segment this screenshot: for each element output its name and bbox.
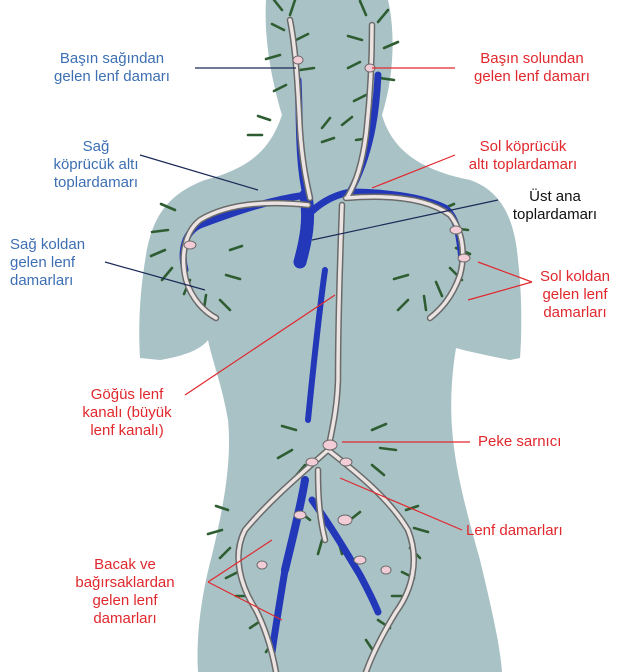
lymph-nodes (183, 55, 471, 575)
lymph-vessels (180, 16, 466, 672)
label-legs-intestines-lymph: Bacak ve bağırsaklardan gelen lenf damar… (75, 556, 175, 627)
right-leg-vein (268, 566, 289, 656)
inferior-vena-cava (281, 476, 309, 574)
label-superior-vena-cava: Üst ana toplardamarı (512, 188, 598, 223)
label-left-head-lymph: Başın solundan gelen lenf damarı (474, 50, 590, 85)
label-right-arm-lymph: Sağ koldan gelen lenf damarları (10, 236, 86, 289)
body-silhouette (139, 0, 522, 672)
label-left-subclavian-vein: Sol köprücük altı toplardamarı (468, 138, 578, 173)
label-thoracic-duct: Göğüs lenf kanalı (büyük lenf kanalı) (82, 386, 172, 439)
label-right-head-lymph: Başın sağından gelen lenf damarı (54, 50, 170, 85)
leader-lines (104, 67, 533, 621)
label-cisterna-chyli: Peke sarnıcı (478, 433, 562, 450)
label-right-subclavian-vein: Sağ köprücük altı toplardamarı (53, 138, 139, 191)
brachiocephalic-vein (304, 188, 354, 219)
azygos-vein (305, 267, 328, 423)
left-iliac-vein (308, 496, 382, 616)
label-left-arm-lymph: Sol koldan gelen lenf damarları (539, 268, 611, 321)
label-lymph-vessels: Lenf damarları (466, 522, 563, 539)
